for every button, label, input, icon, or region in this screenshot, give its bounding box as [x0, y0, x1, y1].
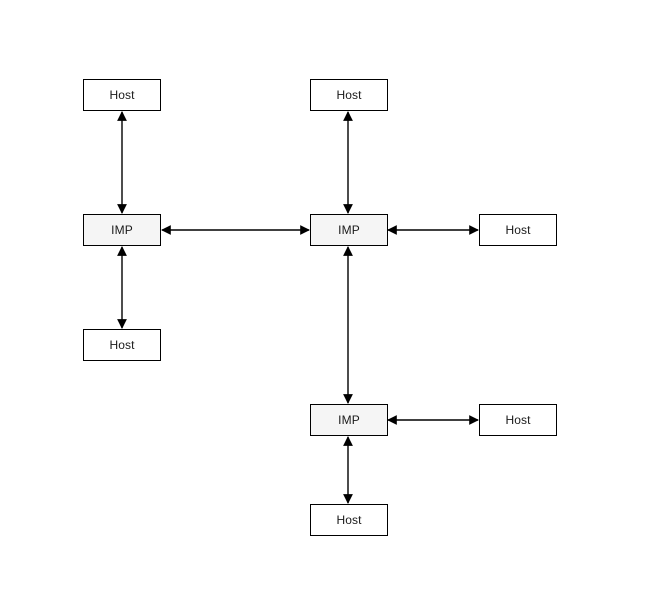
node-label: IMP — [338, 413, 360, 427]
node-host-mid-bottom[interactable]: Host — [310, 504, 388, 536]
node-imp-mid[interactable]: IMP — [310, 214, 388, 246]
node-label: Host — [505, 413, 531, 427]
node-host-right-top[interactable]: Host — [479, 214, 557, 246]
node-label: Host — [505, 223, 531, 237]
node-label: IMP — [111, 223, 133, 237]
node-host-mid-top[interactable]: Host — [310, 79, 388, 111]
node-host-left-bottom[interactable]: Host — [83, 329, 161, 361]
node-label: Host — [109, 338, 135, 352]
node-label: IMP — [338, 223, 360, 237]
node-host-left-top[interactable]: Host — [83, 79, 161, 111]
node-imp-left[interactable]: IMP — [83, 214, 161, 246]
node-imp-bottom[interactable]: IMP — [310, 404, 388, 436]
node-label: Host — [336, 513, 362, 527]
node-label: Host — [336, 88, 362, 102]
node-label: Host — [109, 88, 135, 102]
node-host-right-bottom[interactable]: Host — [479, 404, 557, 436]
